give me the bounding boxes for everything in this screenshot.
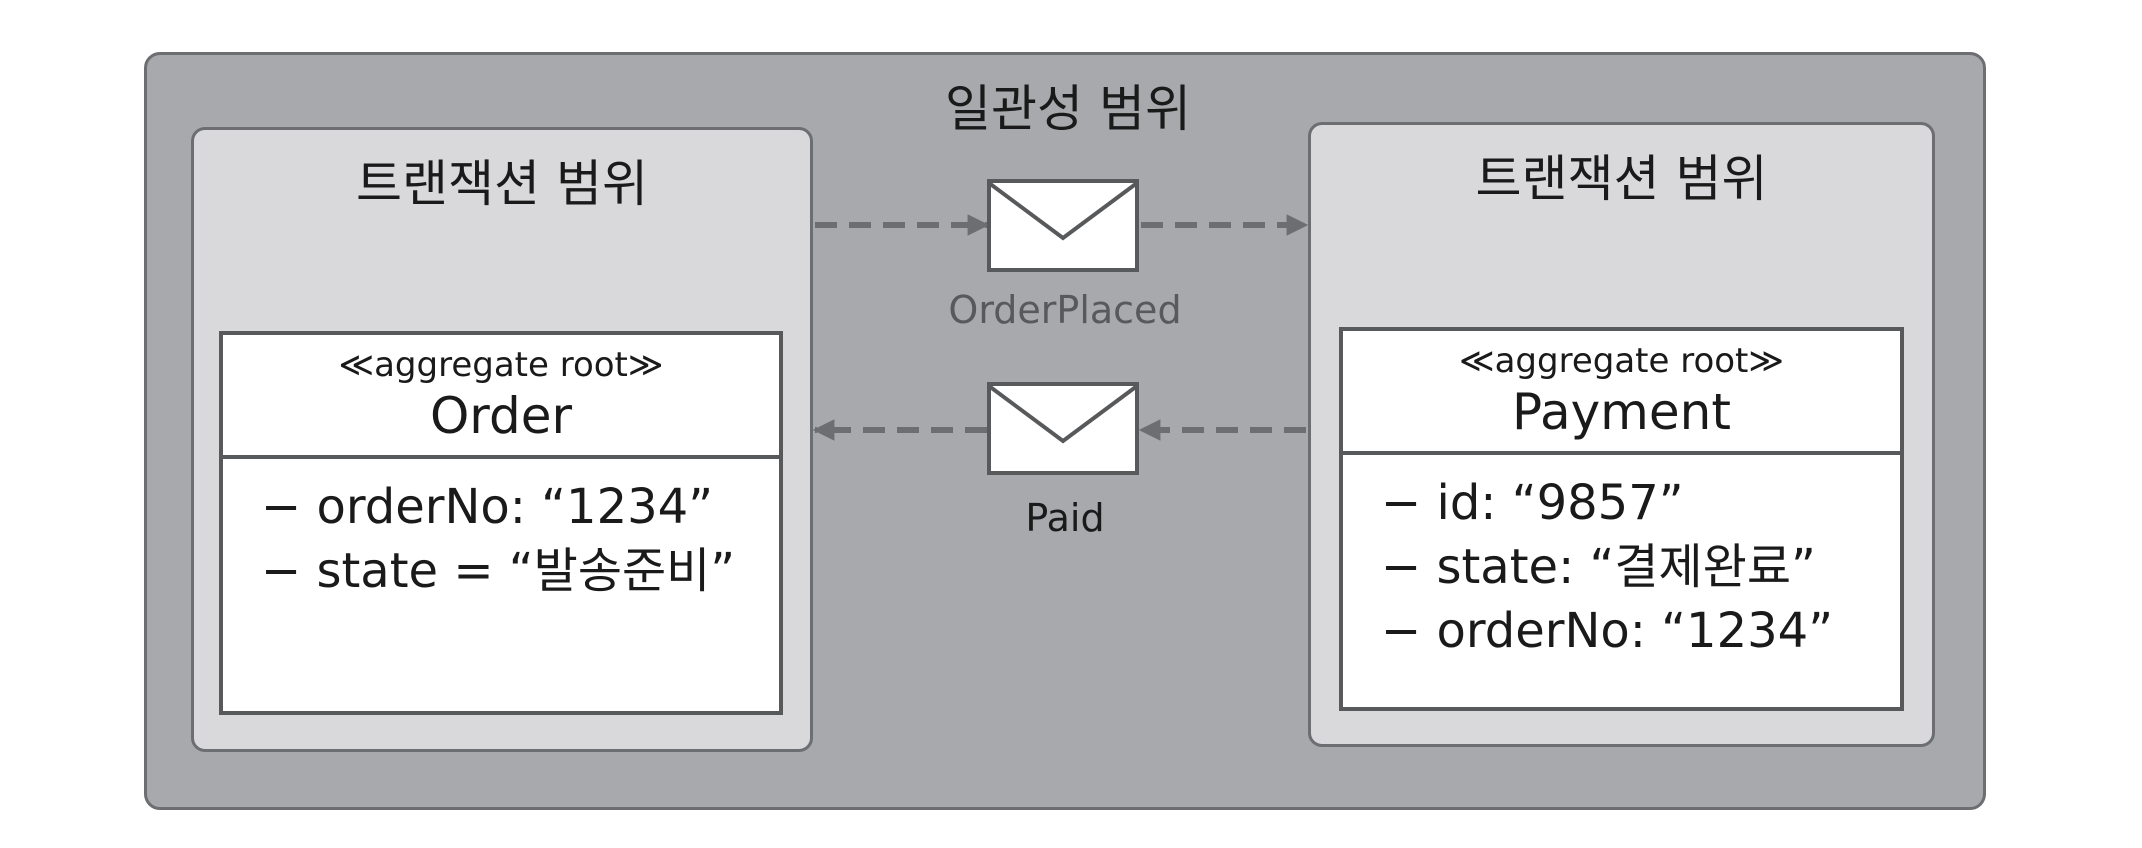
payment-attribute: − id: “9857” <box>1381 475 1684 531</box>
payment-attribute: − orderNo: “1234” <box>1381 603 1834 659</box>
payment-attribute: − state: “결제완료” <box>1381 539 1816 595</box>
order-aggregate-header: ≪aggregate root≫ Order <box>223 335 779 459</box>
transaction-scope-right-title: 트랜잭션 범위 <box>1475 150 1768 208</box>
orderplaced-label: OrderPlaced <box>948 288 1182 332</box>
order-aggregate-box: ≪aggregate root≫ Order − orderNo: “1234”… <box>219 331 783 715</box>
order-stereotype: ≪aggregate root≫ <box>338 345 664 385</box>
payment-class-name: Payment <box>1512 383 1731 441</box>
payment-stereotype: ≪aggregate root≫ <box>1459 341 1784 381</box>
order-attributes: − orderNo: “1234” − state = “발송준비” <box>261 475 769 603</box>
order-attribute: − state = “발송준비” <box>261 543 736 599</box>
payment-attributes: − id: “9857” − state: “결제완료” − orderNo: … <box>1381 471 1890 663</box>
order-class-name: Order <box>429 387 573 445</box>
order-attribute: − orderNo: “1234” <box>261 479 714 535</box>
payment-aggregate-box: ≪aggregate root≫ Payment − id: “9857” − … <box>1339 327 1904 711</box>
transaction-scope-left-title: 트랜잭션 범위 <box>356 155 648 213</box>
payment-aggregate-header: ≪aggregate root≫ Payment <box>1343 331 1900 455</box>
paid-label: Paid <box>1025 496 1105 540</box>
consistency-scope-title: 일관성 범위 <box>945 80 1191 138</box>
